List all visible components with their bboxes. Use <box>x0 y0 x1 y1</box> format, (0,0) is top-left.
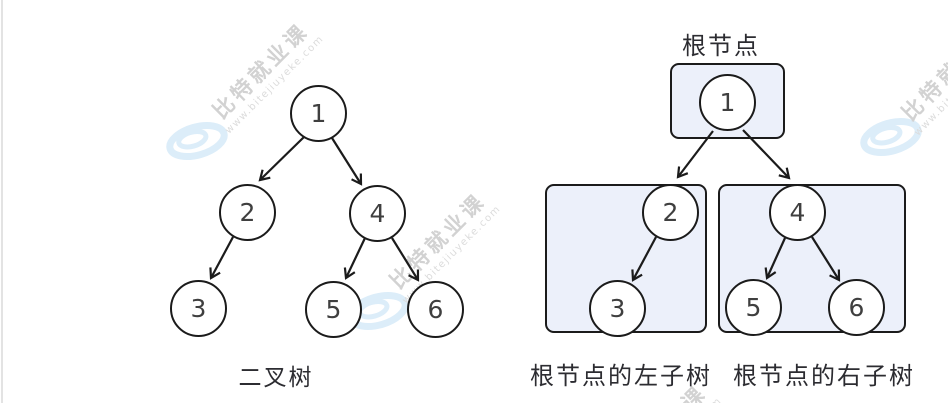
edge-1-4-arrow <box>331 137 363 186</box>
tree-node-value: 4 <box>789 198 806 227</box>
tree-node-value: 3 <box>609 294 626 323</box>
watermark-url-text: www.bitejiuyeke.com <box>912 35 948 139</box>
binary-tree-caption: 二叉树 <box>238 365 314 391</box>
edge-1-2-arrow <box>258 136 305 182</box>
tree-node-value: 2 <box>662 198 679 227</box>
tree-node-value: 6 <box>848 293 865 322</box>
tree-node-value: 5 <box>325 295 342 324</box>
tree-node-1: 1 <box>290 85 347 142</box>
tree-node-value: 1 <box>310 99 327 128</box>
page-edge-divider <box>1 0 3 403</box>
decomp-node-2: 2 <box>642 184 699 241</box>
tree-node-value: 4 <box>369 199 386 228</box>
tree-node-value: 5 <box>745 293 762 322</box>
right-subtree-caption: 根节点的右子树 <box>733 362 915 390</box>
tree-node-6: 6 <box>407 281 464 338</box>
tree-node-value: 2 <box>239 198 256 227</box>
tree-node-value: 3 <box>190 294 207 323</box>
tree-node-value: 1 <box>719 88 736 117</box>
decomp-node-5: 5 <box>725 279 782 336</box>
decomp-node-6: 6 <box>828 279 885 336</box>
root-node-label: 根节点 <box>682 32 760 60</box>
decomp-node-3: 3 <box>589 280 646 337</box>
brand-logo-icon <box>860 117 922 157</box>
edge-2-3-arrow <box>209 236 234 280</box>
watermark-brand-text: 比特就业课 <box>897 20 948 126</box>
tree-node-4: 4 <box>349 185 406 242</box>
edge-4-5-arrow <box>343 237 366 280</box>
left-subtree-caption: 根节点的左子树 <box>530 362 712 390</box>
edge-4-6-arrow <box>391 237 420 282</box>
tree-node-value: 6 <box>427 295 444 324</box>
watermark: 比特就业课 www.bitejiuyeke.com <box>895 18 948 139</box>
tree-node-5: 5 <box>305 281 362 338</box>
tree-node-2: 2 <box>219 184 276 241</box>
decomp-node-4: 4 <box>769 184 826 241</box>
decomp-node-1: 1 <box>699 74 756 131</box>
tree-node-3: 3 <box>170 280 227 337</box>
watermark-url-text: www.bitejiuyeke.com <box>621 395 724 403</box>
brand-logo-icon <box>166 121 228 161</box>
